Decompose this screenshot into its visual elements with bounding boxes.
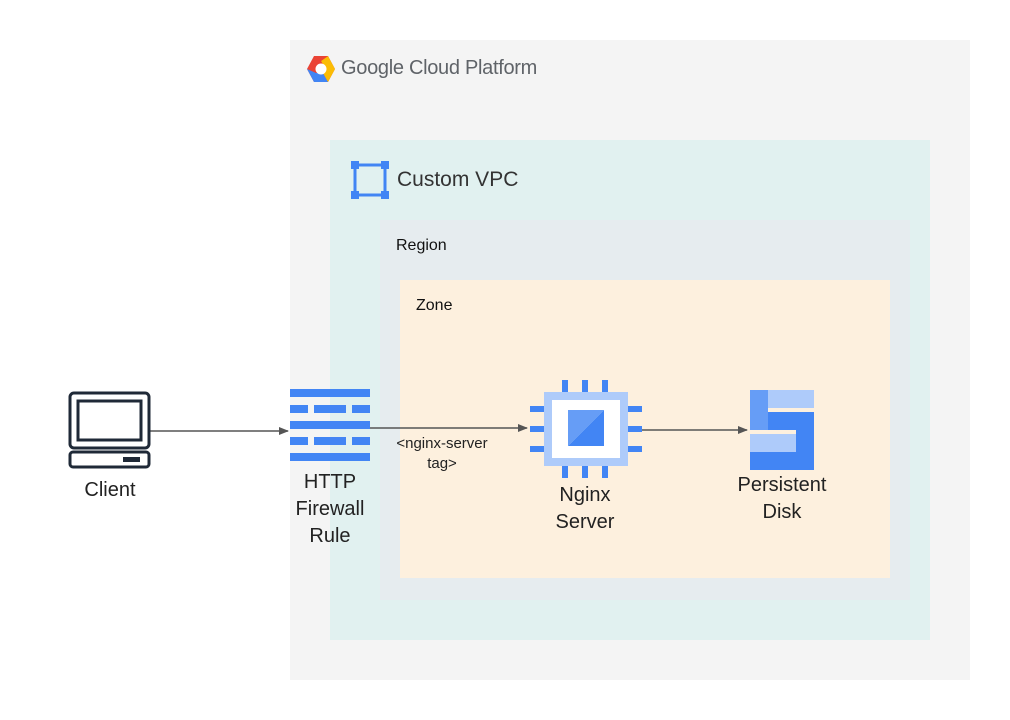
gcp-logo-icon [307, 56, 335, 82]
vpc-icon [351, 161, 389, 199]
nginx-label-line: Nginx [559, 484, 611, 506]
firewall-label: HTTP Firewall Rule [270, 469, 390, 550]
firewall-label-line: Rule [309, 525, 351, 547]
disk-label: Persistent Disk [712, 472, 852, 526]
zone-title: Zone [416, 297, 453, 314]
vpc-title: Custom VPC [397, 168, 519, 191]
gcp-title: Google Cloud Platform [341, 57, 538, 79]
region-title: Region [396, 237, 447, 254]
nginx-label-line: Server [555, 511, 615, 533]
persistent-disk-icon [750, 390, 814, 470]
compute-engine-icon [530, 380, 642, 478]
firewall-label-line: Firewall [295, 498, 365, 520]
firewall-icon [290, 389, 370, 461]
edge-tag-line: tag> [427, 455, 457, 472]
disk-label-line: Persistent [737, 474, 827, 496]
desktop-computer-icon [68, 391, 151, 469]
nginx-label: Nginx Server [525, 482, 645, 536]
firewall-label-line: HTTP [303, 471, 357, 493]
client-label: Client [84, 479, 136, 501]
edge-tag-line: <nginx-server [396, 435, 488, 452]
edge-tag-label: <nginx-server tag> [372, 434, 512, 474]
disk-label-line: Disk [762, 501, 802, 523]
